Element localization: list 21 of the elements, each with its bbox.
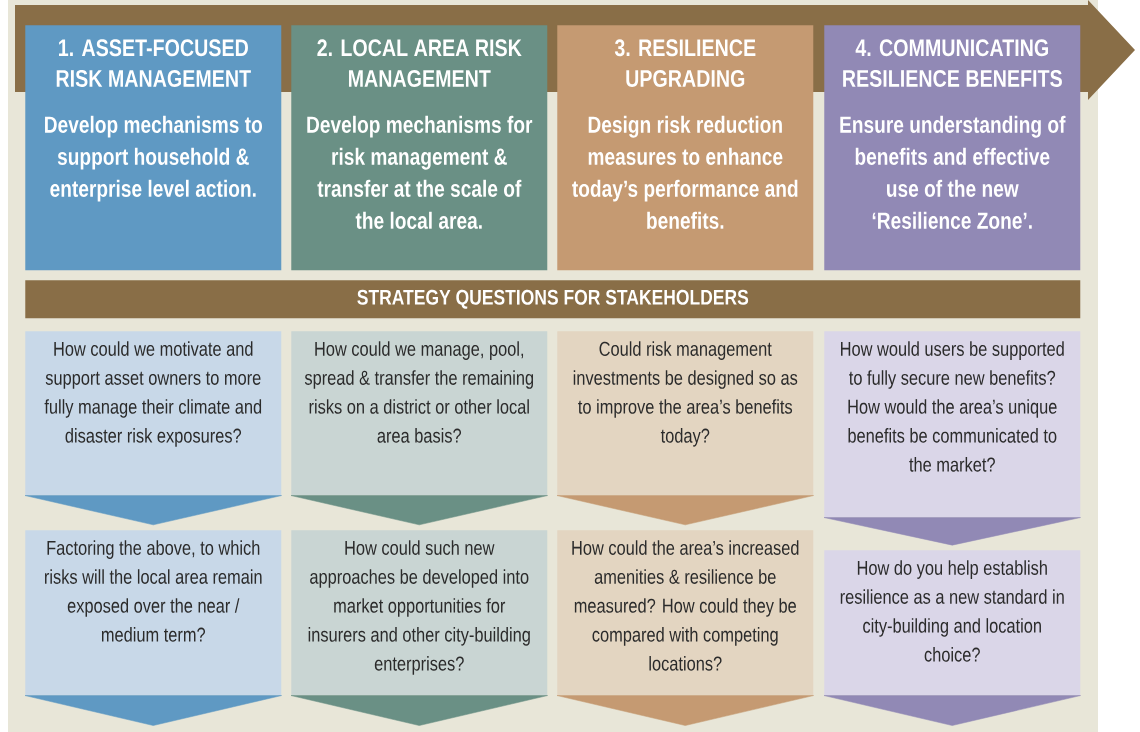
stage-box: 2. LOCAL AREA RISK MANAGEMENT Develop mechanisms for risk management & transfer at the scale of the local area.	[291, 25, 548, 271]
chevron-arrow	[290, 695, 548, 726]
stage-box: 4. COMMUNICATING RESILIENCE BENEFITS Ensure understanding of benefits and effective use of the new ‘Resilience Zone’.	[824, 25, 1081, 271]
question-box: How could such new approaches be developed into market opportunities for insurers and other city-building enterprises?	[291, 530, 548, 696]
chevron-arrow	[24, 495, 282, 526]
question-box: How could we manage, pool, spread & transfer the remaining risks on a district or other local area basis?	[291, 331, 548, 496]
question-box: Could risk management investments be designed so as to improve the area’s benefits today?	[557, 331, 814, 496]
heading-band: STRATEGY QUESTIONS FOR STAKEHOLDERS	[25, 280, 1081, 319]
question-box: How would users be supported to fully secure new benefits? How would the area’s unique benefits be communicated to the market?	[824, 331, 1081, 518]
question-box: Factoring the above, to which risks will the local area remain exposed over the near / medium term?	[25, 530, 282, 696]
stage-box: 3. RESILIENCE UPGRADING Design risk reduction measures to enhance today’s performance and benefits.	[557, 25, 814, 271]
chevron-arrow	[556, 695, 814, 726]
chevron-arrow	[290, 495, 548, 526]
chevron-arrow	[24, 695, 282, 726]
stage-box: 1. ASSET-FOCUSED RISK MANAGEMENT Develop mechanisms to support household & enterprise level action.	[25, 25, 282, 271]
chevron-arrow	[823, 695, 1081, 726]
question-box: How could we motivate and support asset owners to more fully manage their climate and disaster risk exposures?	[25, 331, 282, 496]
question-box: How do you help establish resilience as a new standard in city-building and location choice?	[824, 550, 1081, 696]
question-box: How could the area’s increased amenities & resilience be measured? How could they be compared with competing locations?	[557, 530, 814, 696]
chevron-arrow	[823, 517, 1081, 546]
chevron-arrow	[556, 495, 814, 526]
